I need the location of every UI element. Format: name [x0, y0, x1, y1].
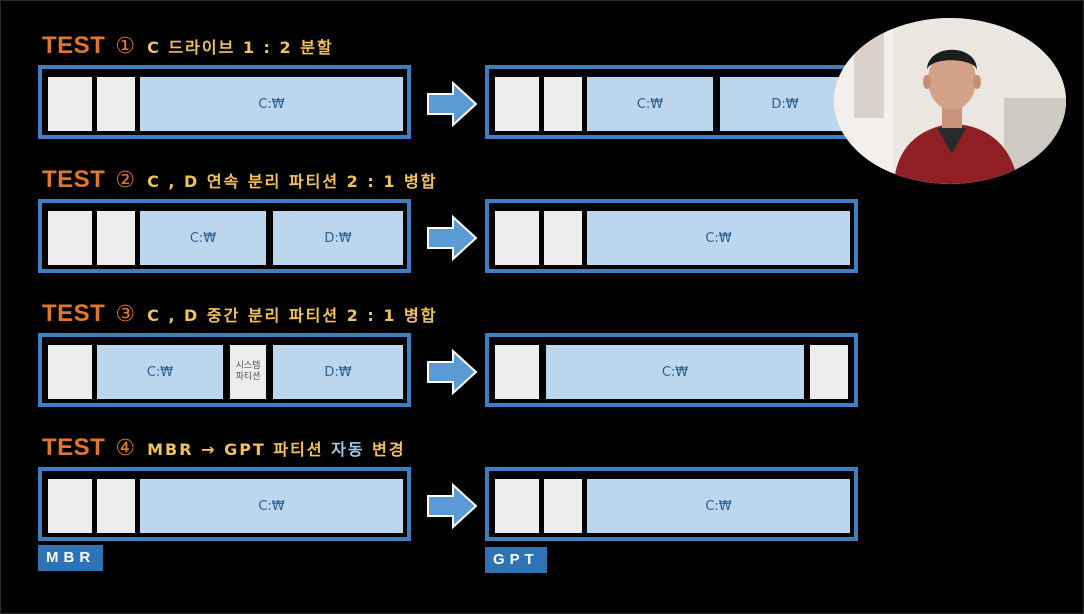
test-2-before-disk: C:₩ D:₩: [38, 199, 411, 273]
test-description-part: MBR → GPT 파티션: [147, 440, 331, 459]
system-partition: [495, 77, 539, 131]
system-partition: [97, 211, 135, 265]
system-partition: [495, 345, 539, 399]
d-drive: D:₩: [720, 77, 850, 131]
right-arrow-icon: [426, 349, 478, 395]
c-drive: C:₩: [140, 479, 403, 533]
test-number: ③: [115, 302, 135, 327]
c-drive: C:₩: [97, 345, 223, 399]
c-drive: C:₩: [140, 211, 266, 265]
test-description: C 드라이브 1 : 2 분할: [147, 34, 334, 58]
test-description: MBR → GPT 파티션 자동 변경: [147, 436, 406, 460]
system-partition: [48, 211, 92, 265]
test-4-title: TEST ④ MBR → GPT 파티션 자동 변경: [42, 434, 406, 464]
c-drive: C:₩: [587, 479, 850, 533]
system-partition-label: 파티션: [236, 372, 261, 383]
c-drive: C:₩: [587, 211, 850, 265]
system-partition: [48, 345, 92, 399]
system-partition: [97, 77, 135, 131]
system-partition-label: 시스템: [236, 361, 261, 372]
right-arrow-icon: [426, 215, 478, 261]
system-partition: [48, 479, 92, 533]
test-1-after-disk: C:₩ D:₩: [485, 65, 858, 139]
test-2-after-disk: C:₩: [485, 199, 858, 273]
presenter-webcam: [834, 18, 1066, 184]
test-label: TEST: [42, 166, 105, 194]
test-number: ②: [115, 168, 135, 193]
test-1-before-disk: C:₩: [38, 65, 411, 139]
gpt-tag: GPT: [485, 547, 547, 573]
test-number: ①: [115, 34, 135, 59]
system-partition: [544, 77, 582, 131]
system-partition: [544, 479, 582, 533]
system-partition: [97, 479, 135, 533]
test-label: TEST: [42, 434, 105, 462]
right-arrow-icon: [426, 81, 478, 127]
system-partition: [48, 77, 92, 131]
system-partition: [544, 211, 582, 265]
system-partition: [810, 345, 848, 399]
test-1-title: TEST ① C 드라이브 1 : 2 분할: [42, 32, 334, 62]
right-arrow-icon: [426, 483, 478, 529]
system-partition: [495, 211, 539, 265]
test-3-title: TEST ③ C , D 중간 분리 파티션 2 : 1 병합: [42, 300, 437, 330]
c-drive: C:₩: [587, 77, 713, 131]
test-description: C , D 중간 분리 파티션 2 : 1 병합: [147, 302, 437, 326]
test-description: C , D 연속 분리 파티션 2 : 1 병합: [147, 168, 437, 192]
test-label: TEST: [42, 300, 105, 328]
test-description-part: 변경: [365, 440, 406, 459]
mbr-tag: MBR: [38, 545, 103, 571]
c-drive: C:₩: [140, 77, 403, 131]
test-2-title: TEST ② C , D 연속 분리 파티션 2 : 1 병합: [42, 166, 437, 196]
test-label: TEST: [42, 32, 105, 60]
test-3-after-disk: C:₩: [485, 333, 858, 407]
test-number: ④: [115, 436, 135, 461]
test-description-accent: 자동: [331, 440, 364, 459]
test-3-before-disk: C:₩ 시스템 파티션 D:₩: [38, 333, 411, 407]
test-4-after-disk: C:₩: [485, 467, 858, 541]
test-4-before-disk: C:₩: [38, 467, 411, 541]
d-drive: D:₩: [273, 345, 403, 399]
presenter-image: [834, 18, 1066, 184]
d-drive: D:₩: [273, 211, 403, 265]
system-partition-middle: 시스템 파티션: [230, 345, 266, 399]
c-drive: C:₩: [546, 345, 804, 399]
system-partition: [495, 479, 539, 533]
